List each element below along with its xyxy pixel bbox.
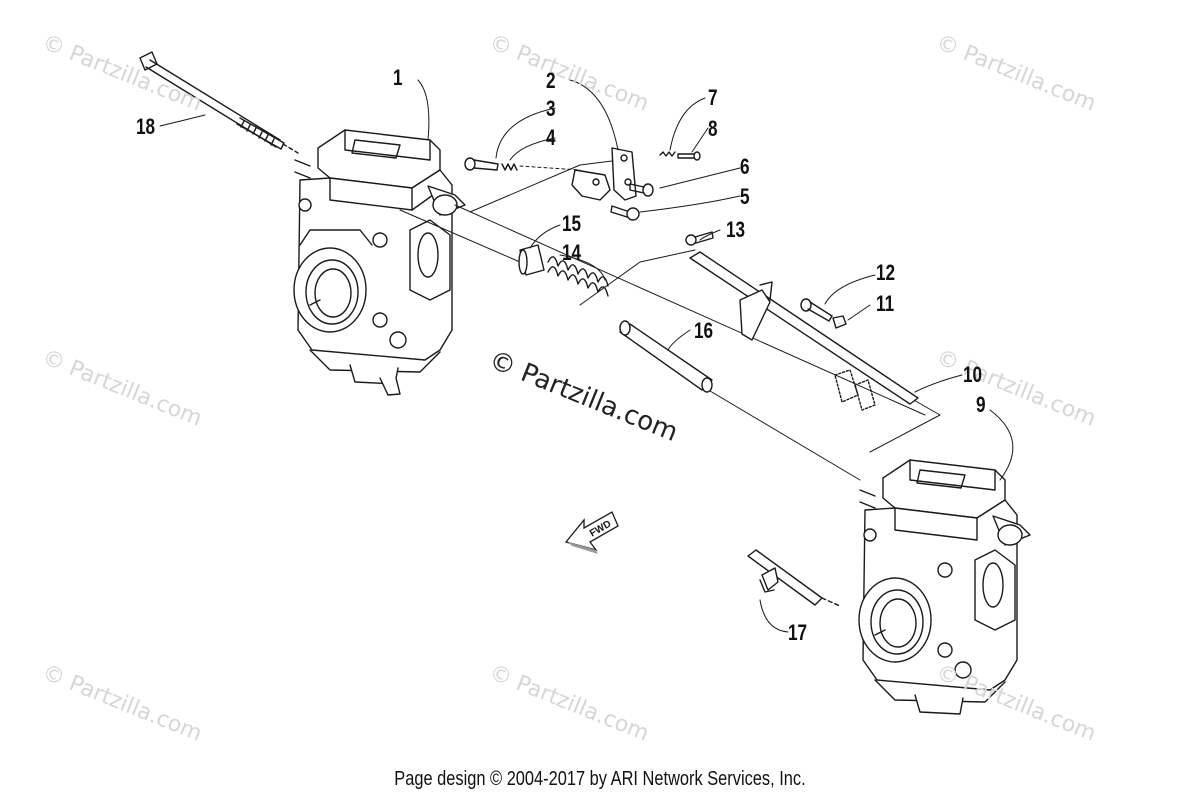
callout-16: 16 <box>694 318 714 343</box>
screw-part-12 <box>800 298 833 322</box>
spring-part-4 <box>501 163 581 171</box>
carburetor-left-part-1 <box>293 129 466 396</box>
callout-12: 12 <box>876 260 896 285</box>
screw-part-6 <box>629 183 654 197</box>
callout-10: 10 <box>963 362 983 387</box>
callout-9: 9 <box>976 392 986 417</box>
tube-part-16 <box>619 320 713 393</box>
callout-11: 11 <box>876 291 895 316</box>
callout-6: 6 <box>740 154 750 179</box>
tee-fitting-part-17 <box>747 549 841 607</box>
callout-5: 5 <box>740 184 750 209</box>
forward-arrow-icon <box>564 511 619 554</box>
callout-4: 4 <box>546 125 556 150</box>
spring-part-14 <box>547 256 609 297</box>
bracket-part-2 <box>571 147 637 201</box>
carburetor-right-part-9 <box>858 459 1031 715</box>
screw-part-5 <box>610 205 640 221</box>
long-bolt-part-18 <box>139 51 299 154</box>
screw-part-3 <box>464 157 499 171</box>
callout-14: 14 <box>562 240 582 265</box>
leader-lines <box>159 79 1014 633</box>
callout-13: 13 <box>726 217 746 242</box>
screw-part-13 <box>685 231 714 246</box>
callout-2: 2 <box>546 68 556 93</box>
callout-8: 8 <box>708 116 718 141</box>
nut-part-11 <box>832 315 847 329</box>
callout-1: 1 <box>393 65 403 90</box>
throttle-shaft-part-10 <box>689 251 919 411</box>
spring-part-7 <box>659 151 676 157</box>
footer-copyright: Page design © 2004-2017 by ARI Network S… <box>394 768 806 790</box>
screw-part-8 <box>677 151 701 161</box>
callout-15: 15 <box>562 211 582 236</box>
callout-7: 7 <box>708 85 718 110</box>
sleeve-part-15 <box>518 244 545 276</box>
callout-17: 17 <box>788 620 808 645</box>
callout-18: 18 <box>136 114 156 139</box>
callout-3: 3 <box>546 96 556 121</box>
